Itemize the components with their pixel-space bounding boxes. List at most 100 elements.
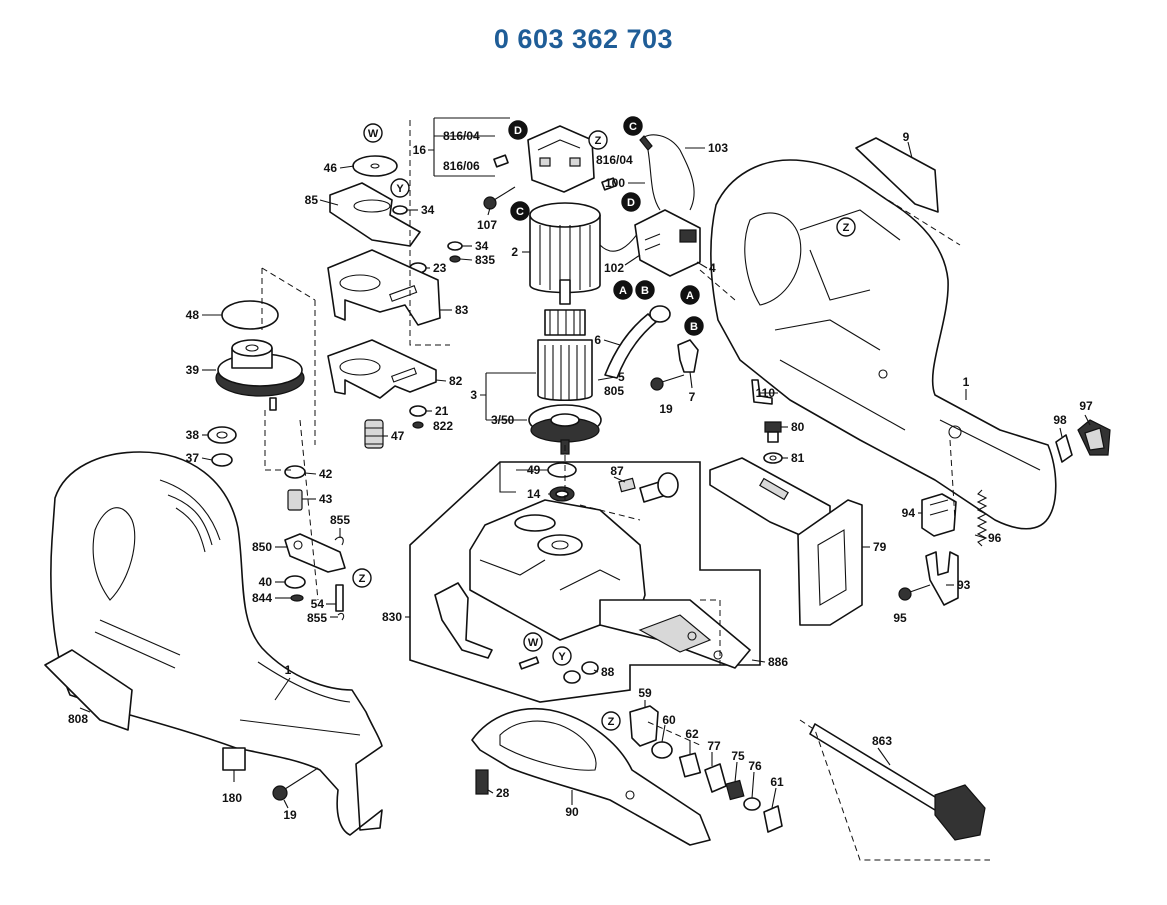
callout-90: 90 <box>565 805 579 819</box>
marker-letter: C <box>629 121 637 133</box>
callout-19-b: 19 <box>283 808 297 822</box>
marker-circle <box>588 130 608 150</box>
clip-855-upper <box>334 536 344 546</box>
marker-circle <box>635 280 655 300</box>
gear-39 <box>215 339 305 411</box>
marker-D-1: D <box>508 120 528 140</box>
callout-5: 5 <box>618 370 625 384</box>
callout-816-04-b: 816/04 <box>596 153 633 167</box>
pin-54 <box>335 584 344 612</box>
callout-6: 6 <box>594 333 601 347</box>
callout-4: 4 <box>709 261 716 275</box>
callout-87: 87 <box>610 464 624 478</box>
callout-85: 85 <box>305 193 319 207</box>
marker-W-2: W <box>523 632 543 652</box>
marker-B-1: B <box>635 280 655 300</box>
part-60 <box>651 741 673 759</box>
pad-97 <box>1077 419 1111 456</box>
marker-circle <box>621 192 641 212</box>
screw-28 <box>475 769 489 795</box>
callout-2: 2 <box>511 245 518 259</box>
cable-6 <box>604 305 671 379</box>
callout-54: 54 <box>311 597 325 611</box>
marker-C-1: C <box>623 116 643 136</box>
callout-59: 59 <box>638 686 652 700</box>
callout-40: 40 <box>259 575 273 589</box>
callout-60: 60 <box>662 713 676 727</box>
callout-38: 38 <box>186 428 200 442</box>
clip-844 <box>290 594 304 602</box>
screw-95 <box>898 584 931 601</box>
callout-886: 886 <box>768 655 788 669</box>
washers-88 <box>563 661 599 684</box>
armature-3 <box>537 279 593 401</box>
callout-28: 28 <box>496 786 510 800</box>
callout-103: 103 <box>708 141 728 155</box>
callout-97: 97 <box>1079 399 1093 413</box>
callout-100: 100 <box>605 176 625 190</box>
marker-circle <box>352 568 372 588</box>
callout-75: 75 <box>731 749 745 763</box>
left-housing-shell <box>50 451 383 836</box>
marker-letter: C <box>516 206 524 218</box>
callout-77: 77 <box>707 739 721 753</box>
marker-A-1: A <box>613 280 633 300</box>
callout-805: 805 <box>604 384 624 398</box>
callout-98: 98 <box>1053 413 1067 427</box>
marker-letter: Y <box>558 651 566 663</box>
callout-42: 42 <box>319 467 333 481</box>
marker-circle <box>508 120 528 140</box>
right-housing-shell <box>710 159 1057 530</box>
clamp-7 <box>677 339 699 373</box>
part-61 <box>763 805 783 833</box>
callout-850: 850 <box>252 540 272 554</box>
marker-circle <box>510 201 530 221</box>
callout-34-a: 34 <box>421 203 435 217</box>
callout-822: 822 <box>433 419 453 433</box>
clip-855-lower <box>337 612 345 621</box>
marker-D-2: D <box>621 192 641 212</box>
callout-labels: 9 103 816/04 16 816/06 816/04 100 46 85 … <box>68 129 1093 822</box>
marker-letter: W <box>528 637 539 649</box>
marker-letter: Y <box>396 183 404 195</box>
shaft-87 <box>618 472 679 503</box>
callout-844: 844 <box>252 591 272 605</box>
marker-circle <box>601 711 621 731</box>
brush-holder-16 <box>493 125 617 193</box>
pad-9 <box>855 137 939 213</box>
markers: W Y D Z C C D Z A B A B Z W Y Z <box>352 116 856 731</box>
callout-180: 180 <box>222 791 242 805</box>
callout-23: 23 <box>433 261 447 275</box>
callout-9: 9 <box>903 130 910 144</box>
bracket-110 <box>751 379 773 405</box>
plate-85 <box>329 182 421 247</box>
callout-leaders <box>79 117 1091 809</box>
assembly-guides <box>261 120 990 861</box>
base-plate-90 <box>471 708 711 846</box>
callout-1-a: 1 <box>963 375 970 389</box>
washer-34-lower <box>447 241 463 251</box>
clip-37 <box>211 453 233 467</box>
callout-863: 863 <box>872 734 892 748</box>
clip-94 <box>921 493 957 537</box>
callout-48: 48 <box>186 308 200 322</box>
marker-Y-2: Y <box>552 646 572 666</box>
washer-42 <box>284 465 306 479</box>
washer-46 <box>352 155 398 177</box>
washer-835 <box>449 255 461 263</box>
marker-Z-2: Z <box>836 217 856 237</box>
plate-82 <box>327 339 437 399</box>
power-cord-863 <box>809 723 986 841</box>
part-75 <box>725 779 745 801</box>
washer-34-upper <box>392 205 408 215</box>
callout-94: 94 <box>902 506 916 520</box>
marker-circle <box>613 280 633 300</box>
cable-103 <box>639 134 695 211</box>
bushing-47 <box>364 419 384 449</box>
marker-Y-1: Y <box>390 178 410 198</box>
callout-76: 76 <box>748 759 762 773</box>
callout-34-b: 34 <box>475 239 489 253</box>
bearing-14 <box>549 486 575 502</box>
marker-letter: Z <box>359 573 366 585</box>
